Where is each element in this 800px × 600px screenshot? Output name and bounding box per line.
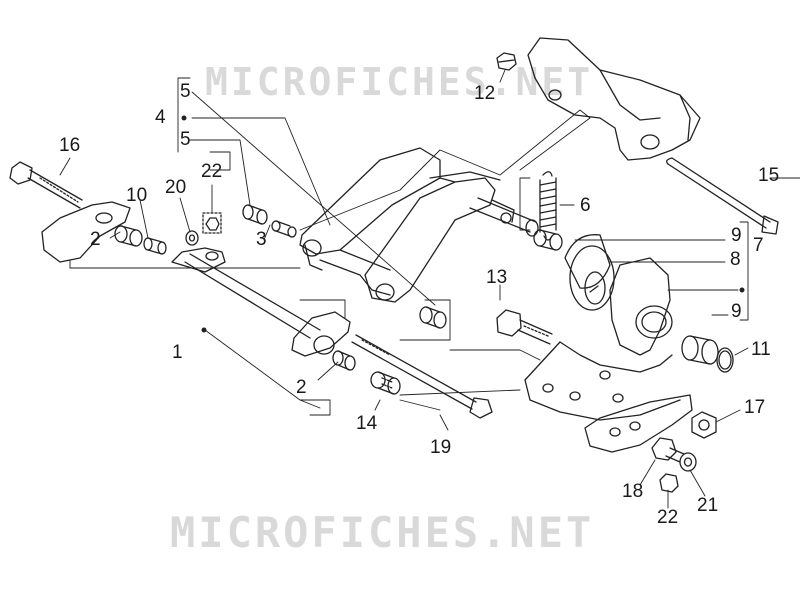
callout-6: 6: [580, 195, 591, 216]
callout-4: 4: [155, 107, 166, 128]
nut-22-lower: [659, 473, 679, 493]
swing-arm-link-left: [299, 147, 441, 296]
callout-13: 13: [486, 267, 508, 288]
shaft-1: [171, 247, 351, 357]
bushing-2-right: [332, 350, 356, 371]
callout-15: 15: [758, 165, 780, 186]
callout-21: 21: [697, 495, 719, 516]
bushing-2-left: [114, 225, 143, 247]
bolt-19: [351, 334, 493, 419]
washer-21: [679, 452, 697, 472]
group-dots: [181, 115, 745, 333]
stud-14: [370, 371, 401, 395]
callout-8: 8: [730, 249, 741, 270]
nut-17: [691, 411, 717, 439]
callout-19: 19: [430, 437, 452, 458]
callout-5-top: 5: [180, 81, 191, 102]
bushing-9-upper: [533, 229, 563, 251]
callout-22-top: 22: [201, 161, 223, 182]
circlip-11: [716, 347, 734, 373]
callout-22-bottom: 22: [657, 507, 679, 528]
callout-9-lower: 9: [731, 301, 742, 322]
callout-5-bottom: 5: [180, 129, 191, 150]
lower-bracket: [584, 394, 693, 453]
callout-18: 18: [622, 481, 644, 502]
callout-17: 17: [744, 397, 766, 418]
callout-2-left: 2: [90, 229, 101, 250]
callout-16: 16: [59, 135, 81, 156]
link-spindle: [469, 197, 539, 237]
bolt-16: [9, 161, 83, 209]
nut-12: [496, 52, 517, 71]
watermark-bottom: MICROFICHES.NET: [170, 508, 595, 557]
washer-20: [185, 230, 199, 246]
bolt-18: [651, 437, 685, 463]
callout-11: 11: [751, 339, 771, 360]
callout-10: 10: [126, 185, 148, 206]
left-bracket: [41, 201, 131, 263]
frame-bracket: [527, 37, 701, 161]
callout-14: 14: [356, 413, 378, 434]
nut-22-top: [202, 212, 222, 234]
callout-2-right: 2: [296, 377, 307, 398]
spring-6: [539, 171, 557, 241]
callout-20: 20: [165, 177, 187, 198]
callout-9-upper: 9: [731, 225, 742, 246]
callout-3: 3: [256, 229, 267, 250]
watermark-top: MICROFICHES.NET: [205, 60, 594, 104]
leader-lines: [59, 69, 800, 509]
callout-7: 7: [753, 235, 764, 256]
swing-arm-7: [524, 257, 681, 421]
bushing-9-lower: [681, 335, 719, 365]
bolt-13: [496, 309, 553, 345]
callout-12: 12: [474, 83, 496, 104]
callout-1: 1: [172, 342, 183, 363]
roller-8: [564, 234, 615, 311]
bushing-5-lower: [419, 306, 447, 329]
spacer-10: [143, 237, 167, 255]
swing-arm-link-right: [364, 171, 501, 303]
spacer-set-3: [242, 204, 297, 238]
bolt-15: [666, 157, 779, 235]
